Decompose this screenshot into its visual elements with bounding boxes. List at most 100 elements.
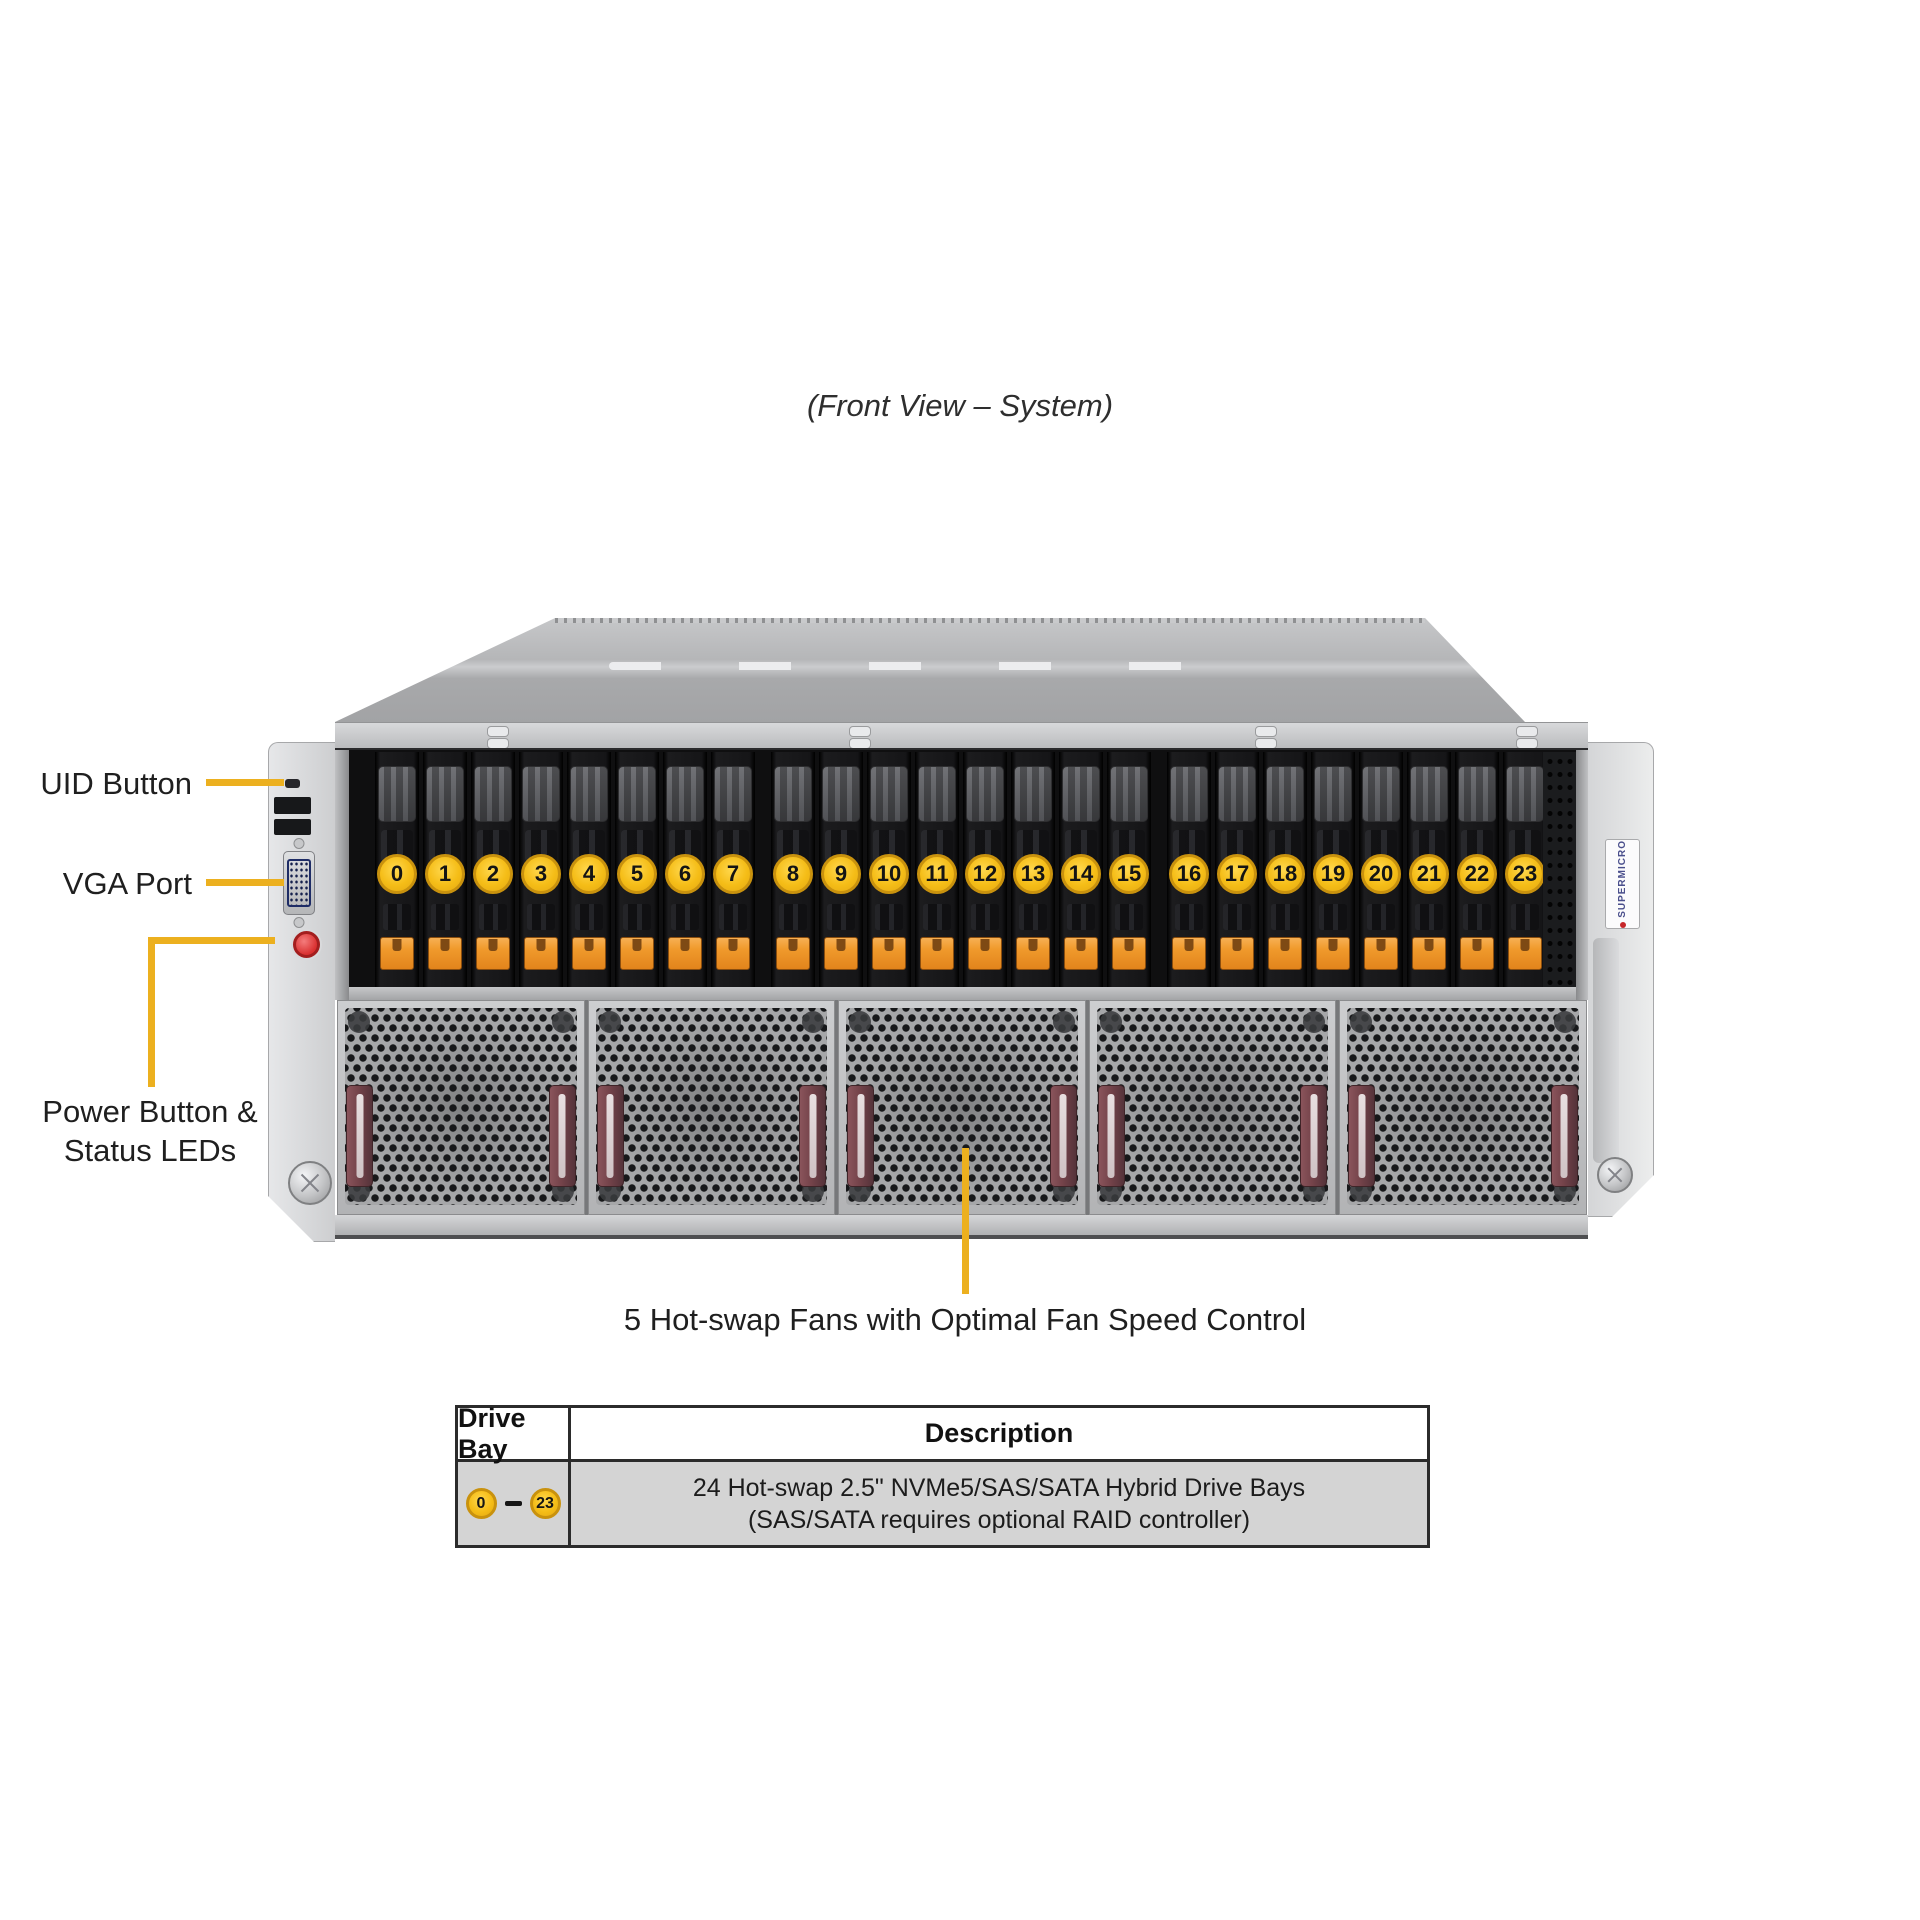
- bay-vent: [1506, 766, 1544, 822]
- bay-slots2: [671, 904, 699, 930]
- supermicro-logo: SUPERMICRO: [1605, 839, 1640, 929]
- chassis-top-cover: [335, 618, 1525, 722]
- bay-slots2: [1415, 904, 1443, 930]
- bay-number-badge: 17: [1217, 854, 1257, 894]
- bay-vent: [1170, 766, 1208, 822]
- bay-number-badge: 1: [425, 854, 465, 894]
- bay-vent: [378, 766, 416, 822]
- drive-bay-23: 23: [1503, 752, 1547, 987]
- bay-vent: [1110, 766, 1148, 822]
- bay-slots2: [779, 904, 807, 930]
- drive-bay-7: 7: [711, 752, 755, 987]
- fan-handle-right: [1049, 1085, 1077, 1187]
- drive-bay-10: 10: [867, 752, 911, 987]
- fan-handle-right: [799, 1085, 827, 1187]
- bay-number-badge: 16: [1169, 854, 1209, 894]
- bay-latch: [1268, 937, 1302, 970]
- power-button-label: Power Button & Status LEDs: [10, 1092, 290, 1170]
- power-callout-line: [148, 937, 275, 944]
- bay-latch: [380, 937, 414, 970]
- bay-vent: [714, 766, 752, 822]
- fan-module-3: [838, 1000, 1086, 1215]
- bay-vent: [1218, 766, 1256, 822]
- fan-handle-left: [1348, 1085, 1376, 1187]
- logo-text: SUPERMICRO: [1617, 840, 1628, 918]
- bay-vent: [1458, 766, 1496, 822]
- left-rack-ear: [268, 742, 335, 1242]
- bay-latch: [524, 937, 558, 970]
- bay-number-badge: 2: [473, 854, 513, 894]
- fan-handle-left: [346, 1085, 373, 1187]
- bay-latch: [1364, 937, 1398, 970]
- vga-callout-line: [206, 879, 284, 886]
- power-callout-line: [148, 937, 155, 1087]
- logo-dot-icon: [1619, 921, 1626, 928]
- bay-latch: [1016, 937, 1050, 970]
- bay-latch: [1172, 937, 1206, 970]
- bay-vent: [1362, 766, 1400, 822]
- bay-number-badge: 3: [521, 854, 561, 894]
- fan-corner-rivet: [348, 1011, 370, 1033]
- fan-module-2: [587, 1000, 836, 1215]
- uid-callout-line: [206, 779, 284, 786]
- bay-latch: [1508, 937, 1542, 970]
- fan-corner-rivet: [1099, 1011, 1122, 1033]
- right-rack-ear: SUPERMICRO: [1588, 742, 1654, 1217]
- bay-slots2: [1319, 904, 1347, 930]
- bay-number-badge: 10: [869, 854, 909, 894]
- drive-bay-16: 16: [1167, 752, 1211, 987]
- table-header-drive-bay: Drive Bay: [458, 1403, 571, 1464]
- fan-corner-rivet: [1553, 1011, 1576, 1033]
- drive-bay-13: 13: [1011, 752, 1055, 987]
- bay-slots2: [383, 904, 411, 930]
- fan-callout-line: [962, 1148, 969, 1294]
- fan-mesh: [1096, 1008, 1329, 1205]
- bay-slots2: [875, 904, 903, 930]
- bay-range-start-badge: 0: [465, 1488, 497, 1519]
- rim-screw-slot: [1516, 726, 1538, 737]
- power-label-line1: Power Button &: [42, 1094, 258, 1129]
- diagram-title: (Front View – System): [806, 388, 1114, 423]
- bay-vent: [1314, 766, 1352, 822]
- thumbscrew-icon: [288, 1161, 332, 1205]
- range-dash-icon: [504, 1501, 522, 1506]
- bay-vent: [1014, 766, 1052, 822]
- drive-bay-18: 18: [1263, 752, 1307, 987]
- fan-handle-left: [1097, 1085, 1125, 1187]
- bay-vent: [618, 766, 656, 822]
- drive-bay-9: 9: [819, 752, 863, 987]
- bay-number-badge: 23: [1505, 854, 1545, 894]
- table-header-row: Drive Bay Description: [458, 1403, 1427, 1464]
- drive-bay-8: 8: [771, 752, 815, 987]
- drive-bay-17: 17: [1215, 752, 1259, 987]
- fan-mesh: [846, 1008, 1078, 1205]
- drive-bay-19: 19: [1311, 752, 1355, 987]
- fan-handle-left: [596, 1085, 624, 1187]
- bay-number-badge: 21: [1409, 854, 1449, 894]
- fan-corner-rivet: [1350, 1011, 1373, 1033]
- bay-number-badge: 9: [821, 854, 861, 894]
- fan-module-1: [337, 1000, 585, 1215]
- table-header-description: Description: [924, 1418, 1074, 1448]
- fan-corner-rivet: [1303, 1011, 1326, 1033]
- rim-screw-slot: [1255, 726, 1277, 737]
- drive-bay-22: 22: [1455, 752, 1499, 987]
- uid-button-label: UID Button: [40, 766, 192, 801]
- bay-latch: [1316, 937, 1350, 970]
- bay-latch: [572, 937, 606, 970]
- drive-bay-21: 21: [1407, 752, 1451, 987]
- chassis-edge: [335, 750, 349, 1000]
- bay-slots2: [1463, 904, 1491, 930]
- bay-number-badge: 18: [1265, 854, 1305, 894]
- bay-vent: [1410, 766, 1448, 822]
- bay-vent: [966, 766, 1004, 822]
- rim-screw-slot: [849, 726, 871, 737]
- uid-button: [285, 779, 300, 788]
- bay-slots2: [1223, 904, 1251, 930]
- fan-handle-right: [548, 1085, 576, 1187]
- drive-bay-0: 0: [375, 752, 419, 987]
- bay-latch: [968, 937, 1002, 970]
- fan-mesh: [345, 1008, 577, 1205]
- drive-bay-3: 3: [519, 752, 563, 987]
